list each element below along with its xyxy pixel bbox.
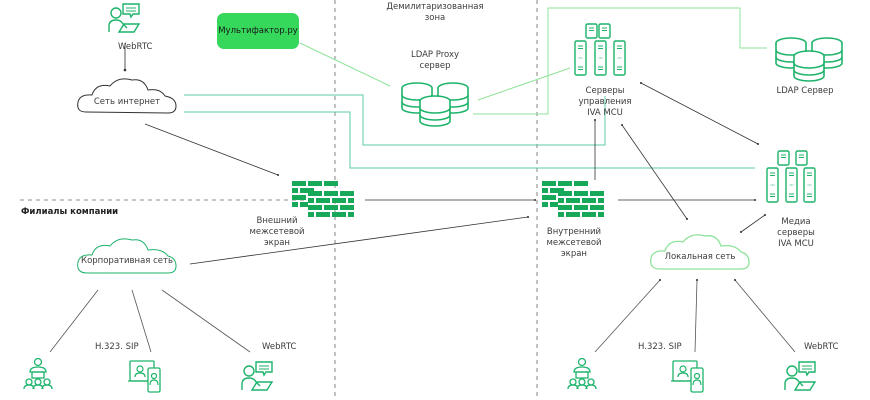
local-cloud[interactable] <box>650 234 750 270</box>
branches-zone-label: Филиалы компании <box>21 207 119 217</box>
corp-to-intfw-line <box>189 215 530 265</box>
corporate-net-label: Корпоративная сеть <box>81 256 173 266</box>
media-servers-icon <box>766 150 816 203</box>
left-h323-label: H.323. SIP <box>95 342 139 352</box>
top-webrtc-label: WebRTC <box>118 42 153 52</box>
media-servers-label: Медиа серверы IVA MCU <box>777 217 815 249</box>
dmz-zone-label: Демилитаризованная зона <box>386 2 484 23</box>
internet-to-mgmt-line <box>184 94 606 146</box>
corp-to-webrtc-line <box>161 289 251 353</box>
mgmt-servers-icon <box>574 23 626 76</box>
webrtc-user-right-icon <box>784 361 816 391</box>
ldap-proxy-icon <box>401 82 469 127</box>
int-firewall-label: Внутренний межсетевой экран <box>546 227 602 259</box>
local-to-devices-line <box>694 278 699 353</box>
right-h323-label: H.323. SIP <box>638 342 682 352</box>
local-to-media-line <box>739 213 767 234</box>
corp-to-devices-line <box>131 289 152 353</box>
corp-to-audience-line <box>49 289 99 353</box>
webrtc-user-top-icon <box>108 3 140 33</box>
internet-label: Сеть интернет <box>93 97 161 107</box>
external-firewall-icon <box>292 181 354 217</box>
ext-firewall-label: Внешний межсетевой экран <box>249 216 305 248</box>
ldap-server-icon <box>775 37 843 82</box>
mf-to-proxy-line <box>299 42 391 87</box>
internal-firewall-icon <box>542 181 604 217</box>
proxy-to-mgmt-line <box>477 67 571 101</box>
audience-right-icon <box>567 357 597 390</box>
mgmt-to-media-line <box>639 81 760 146</box>
audience-left-icon <box>23 357 53 390</box>
mgmt-to-local-line <box>620 123 689 221</box>
webrtc-user-left-icon <box>241 361 273 391</box>
internet-cloud[interactable] <box>77 78 177 114</box>
right-webrtc-label: WebRTC <box>804 342 839 352</box>
devices-left-icon <box>127 360 161 393</box>
internet-to-extfw-line <box>144 123 280 177</box>
local-to-audience-line <box>594 278 662 353</box>
devices-right-icon <box>670 360 704 393</box>
internet-to-media-line <box>184 111 755 169</box>
ldap-proxy-label: LDAP Proxy сервер <box>410 50 460 71</box>
left-webrtc-label: WebRTC <box>262 342 297 352</box>
ldap-server-label: LDAP Сервер <box>776 86 834 96</box>
multifactor-node[interactable]: Мультифактор.ру <box>217 13 299 49</box>
local-net-label: Локальная сеть <box>664 252 736 262</box>
corporate-cloud[interactable] <box>77 238 177 274</box>
mgmt-servers-label: Серверы управления IVA MCU <box>578 86 632 118</box>
proxy-to-ldap-line <box>473 7 767 115</box>
local-to-webrtc-line <box>733 278 796 353</box>
